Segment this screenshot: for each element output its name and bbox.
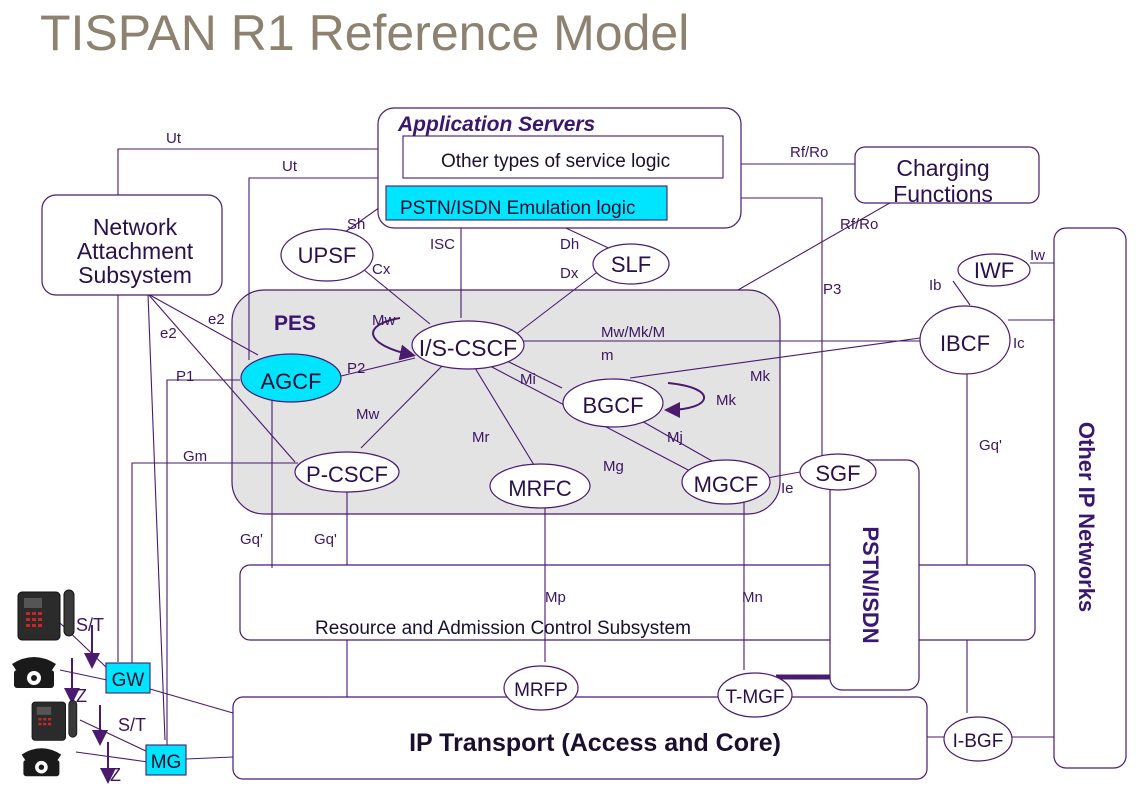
other-ip-networks-label: Other IP Networks	[1074, 422, 1099, 612]
refpoint-mk-2: Mk	[716, 392, 736, 409]
desk-phone-icon	[17, 589, 75, 641]
refpoint-gm: Gm	[183, 448, 207, 465]
ibgf-label: I-BGF	[953, 731, 1004, 752]
mg-label: MG	[151, 752, 182, 773]
mgcf-node	[681, 459, 771, 505]
nass-label-2: Attachment	[77, 238, 194, 264]
agcf-node	[240, 353, 342, 403]
refpoint-e2-a: e2	[208, 311, 225, 328]
refpoint-iw: Iw	[1030, 247, 1045, 264]
sgf-node	[799, 453, 877, 491]
refpoint-rfro-2: Rf/Ro	[840, 216, 878, 233]
pstn-isdn-box	[829, 459, 920, 691]
sgf-label: SGF	[815, 461, 860, 486]
other-logic-label: Other types of service logic	[441, 151, 670, 172]
refpoint-mi: Mi	[520, 371, 536, 388]
page-title: TISPAN R1 Reference Model	[40, 5, 690, 61]
refpoint-mg: Mg	[603, 458, 624, 475]
rotary-phone-icon	[12, 657, 56, 688]
racs-label: Resource and Admission Control Subsystem	[315, 618, 691, 639]
refpoint-mwmkm-1: Mw/Mk/M	[601, 324, 665, 341]
app-servers-label: Application Servers	[397, 113, 595, 136]
agcf-label: AGCF	[260, 369, 321, 394]
label-z-1: Z	[76, 686, 87, 706]
refpoint-ic: Ic	[1013, 335, 1025, 352]
mgcf-label: MGCF	[694, 472, 759, 497]
ibgf-node	[943, 716, 1013, 762]
tmgf-node	[717, 672, 793, 718]
other-logic-box	[402, 135, 724, 179]
refpoint-p1: P1	[176, 368, 194, 385]
mg-box	[145, 744, 187, 776]
slf-label: SLF	[611, 252, 651, 277]
label-st-2: S/T	[118, 715, 146, 735]
refpoint-cx: Cx	[372, 261, 391, 278]
tmgf-label: T-MGF	[725, 687, 784, 708]
ip-transport-label: IP Transport (Access and Core)	[409, 729, 781, 757]
refpoint-mwmkm-2: m	[601, 347, 614, 364]
bgcf-label: BGCF	[582, 393, 643, 418]
slf-node	[592, 243, 670, 285]
gw-label: GW	[112, 670, 145, 691]
nass-label-3: Subsystem	[78, 262, 192, 288]
refpoint-gq-2: Gq'	[240, 531, 263, 548]
refpoint-sh: Sh	[347, 216, 365, 233]
label-st-1: S/T	[76, 615, 104, 635]
mk-loop-arrow	[664, 382, 705, 418]
label-z-2: Z	[110, 765, 121, 785]
charging-label-2: Functions	[893, 181, 993, 207]
reference-point-labels: Ut Ut Sh ISC Dh Dx Cx Rf/Ro Rf/Ro P3 Iw …	[160, 130, 1045, 606]
refpoint-gq-1: Gq'	[979, 437, 1002, 454]
nass-box	[41, 194, 223, 296]
iscscf-label: I/S-CSCF	[419, 335, 517, 361]
refpoint-mr: Mr	[472, 429, 490, 446]
ibcf-node	[919, 305, 1011, 375]
refpoint-mj: Mj	[667, 429, 683, 446]
refpoint-ut-2: Ut	[282, 158, 298, 175]
nass-label-1: Network	[93, 214, 178, 240]
refpoint-p3: P3	[823, 281, 841, 298]
refpoint-ib: Ib	[929, 277, 942, 294]
refpoint-gq-3: Gq'	[314, 531, 337, 548]
refpoint-ut-1: Ut	[166, 130, 182, 147]
refpoint-p2: P2	[347, 360, 365, 377]
refpoint-ie: Ie	[781, 480, 794, 497]
gw-box	[105, 662, 151, 694]
refpoint-dx: Dx	[560, 265, 579, 282]
other-ip-networks-box	[1053, 227, 1127, 769]
iwf-label: IWF	[974, 258, 1014, 283]
refpoint-mn: Mn	[742, 589, 763, 606]
ibcf-label: IBCF	[940, 331, 990, 356]
pstn-emulation-box	[385, 185, 668, 221]
pstn-emulation-label: PSTN/ISDN Emulation logic	[400, 198, 635, 219]
mrfc-label: MRFC	[508, 476, 572, 501]
upsf-node	[280, 228, 374, 282]
refpoint-e2-b: e2	[160, 325, 177, 342]
iscscf-node	[411, 320, 525, 370]
iwf-node	[957, 253, 1031, 287]
upsf-label: UPSF	[298, 243, 357, 268]
pcscf-label: P-CSCF	[306, 462, 388, 487]
refpoint-rfro-1: Rf/Ro	[790, 144, 828, 161]
refpoint-mw-2: Mw	[356, 406, 379, 423]
refpoint-mk-1: Mk	[750, 368, 770, 385]
refpoint-mp: Mp	[545, 589, 566, 606]
mrfp-label: MRFP	[514, 680, 568, 701]
mrfp-node	[503, 665, 579, 711]
pcscf-node	[294, 451, 400, 493]
mw-loop-arrow	[372, 317, 416, 361]
desk-phone-icon	[31, 700, 78, 741]
subscriber-labels: S/T Z S/T Z	[76, 615, 146, 785]
refpoint-isc: ISC	[430, 236, 455, 253]
pes-label: PES	[274, 312, 316, 335]
charging-label-1: Charging	[896, 155, 989, 181]
mrfc-node	[489, 463, 591, 509]
rotary-phone-icon	[21, 748, 62, 777]
refpoint-dh: Dh	[560, 236, 579, 253]
refpoint-mw-1: Mw	[372, 312, 395, 329]
pstn-isdn-label: PSTN/ISDN	[858, 526, 883, 643]
bgcf-node	[562, 378, 664, 428]
charging-box	[854, 146, 1040, 204]
